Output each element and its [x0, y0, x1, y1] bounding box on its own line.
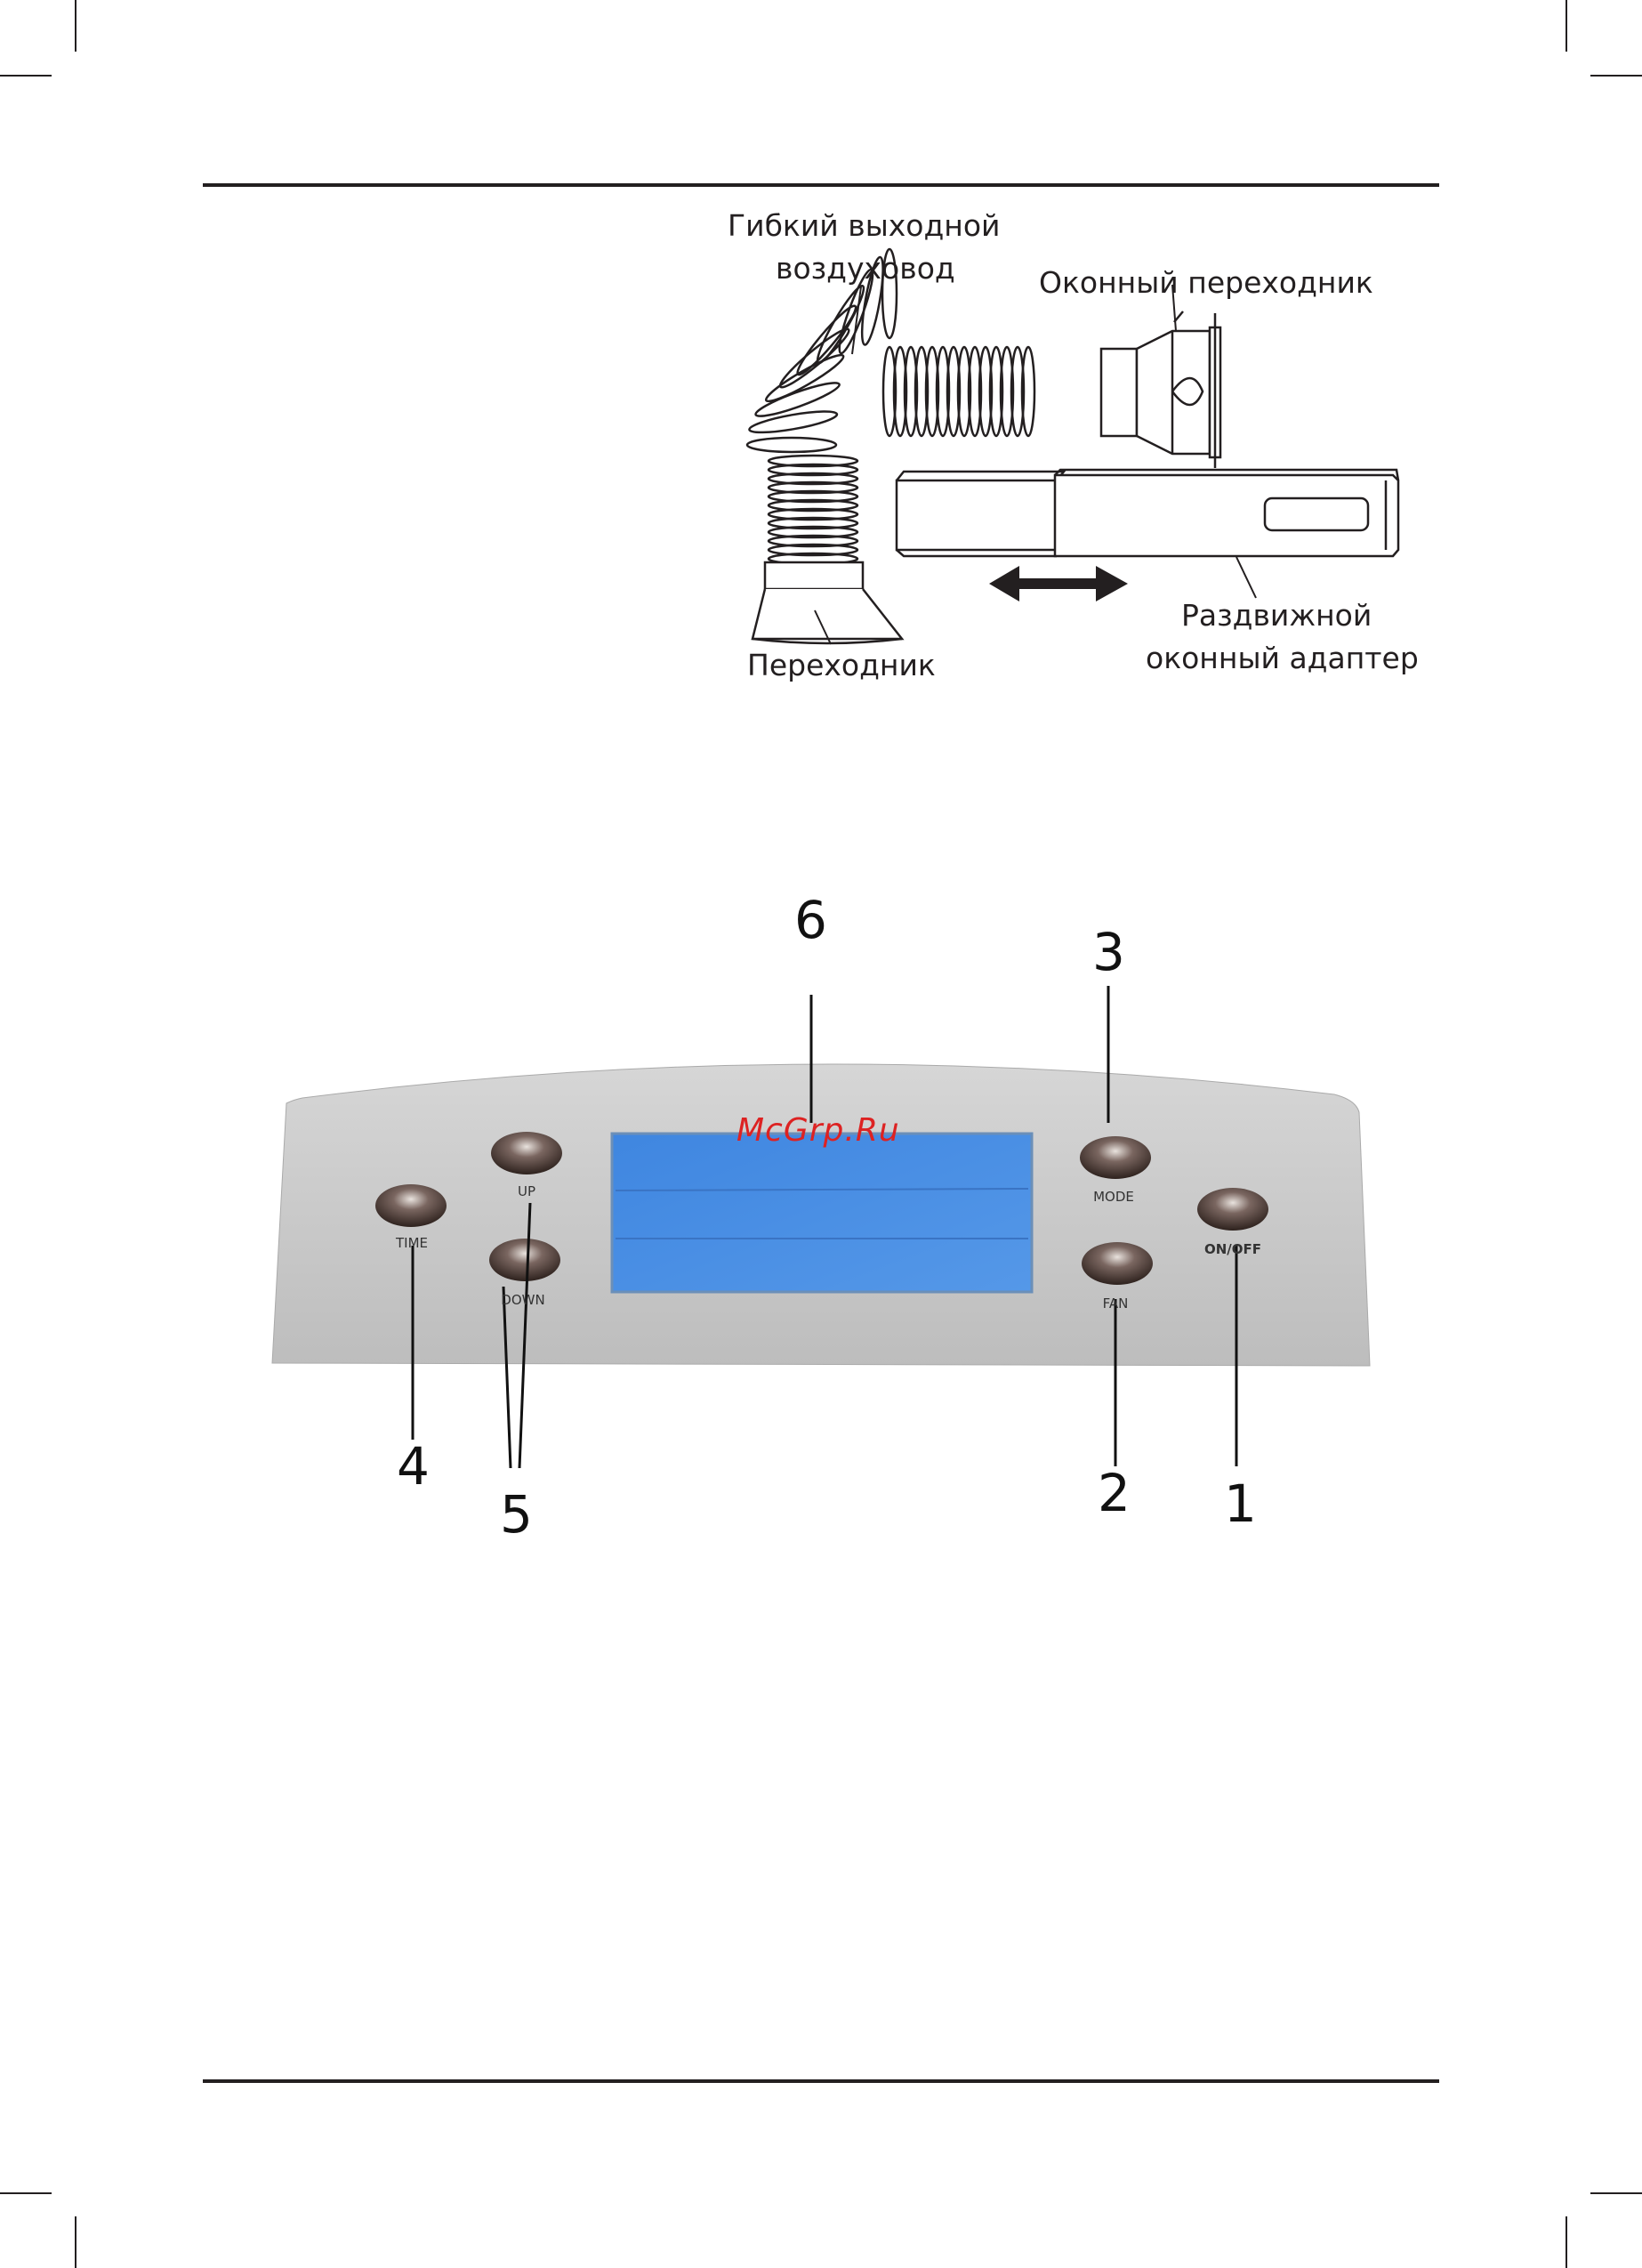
down-button-hit[interactable]	[489, 1239, 560, 1281]
up-button-hit[interactable]	[491, 1132, 562, 1174]
adapter-label: Переходник	[747, 644, 936, 687]
hose-adapter-icon	[753, 562, 902, 643]
hose-label-line1: Гибкий выходной	[728, 205, 1001, 247]
hose-label-line2: воздуховод	[776, 247, 955, 290]
hose-ring	[747, 438, 836, 452]
watermark: McGrp.Ru	[736, 1112, 900, 1149]
onoff-button-label: ON/OFF	[1197, 1241, 1268, 1257]
callout-3: 3	[1092, 925, 1125, 979]
callout-6: 6	[794, 893, 827, 947]
callout-1: 1	[1224, 1477, 1257, 1530]
crop-mark	[1590, 2192, 1642, 2194]
down-button-label: DOWN	[495, 1292, 551, 1308]
up-button-label: UP	[509, 1183, 544, 1199]
mode-button-hit[interactable]	[1080, 1136, 1151, 1179]
footer-rule	[203, 2079, 1439, 2083]
onoff-button-hit[interactable]	[1197, 1188, 1268, 1231]
control-panel-illustration	[0, 890, 1642, 1780]
fan-button-label: FAN	[1094, 1295, 1137, 1312]
sliding-window-adapter-icon	[897, 470, 1398, 556]
fan-button-hit[interactable]	[1082, 1242, 1153, 1285]
lcd-screen	[612, 1134, 1032, 1292]
parts-illustration	[0, 0, 1642, 712]
crop-mark	[1566, 2216, 1567, 2268]
double-arrow-icon	[989, 566, 1128, 601]
sliding-adapter-label-line2: оконный адаптер	[1146, 637, 1419, 680]
hose-ring	[748, 408, 838, 437]
window-adapter-label: Оконный переходник	[1039, 262, 1373, 304]
mode-button-label: MODE	[1085, 1189, 1142, 1205]
callout-2: 2	[1098, 1466, 1131, 1520]
time-button-hit[interactable]	[375, 1184, 447, 1227]
callout-4: 4	[397, 1440, 430, 1493]
crop-mark	[75, 2216, 76, 2268]
time-button-label: TIME	[388, 1235, 436, 1251]
window-nozzle-icon	[1101, 311, 1220, 468]
callout-5: 5	[500, 1488, 533, 1541]
sliding-adapter-label-line1: Раздвижной	[1181, 594, 1372, 637]
crop-mark	[0, 2192, 52, 2194]
